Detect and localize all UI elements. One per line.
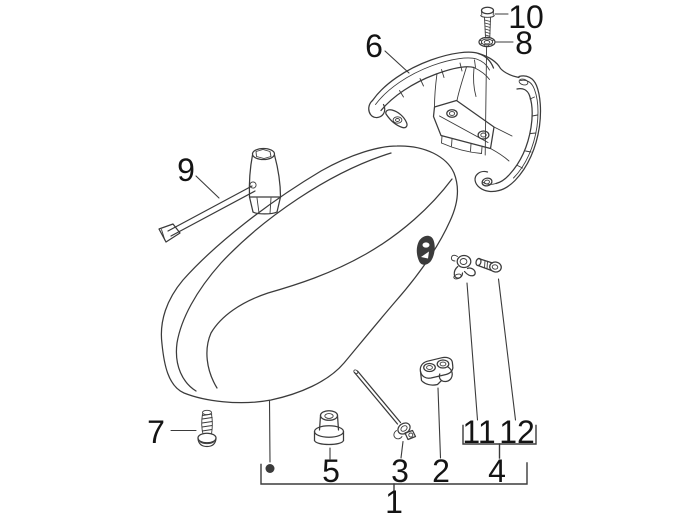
callout-11: 11 [462,414,495,450]
callout-6: 6 [365,28,383,64]
part-10-screw-drawing [480,6,495,38]
group-brackets [260,424,537,491]
part-11-hook-drawing [450,254,476,280]
part-12-pin-drawing [475,257,502,273]
callout-12: 12 [499,414,535,450]
callout-labels: 10 8 6 9 7 5 3 2 4 11 12 1 [147,0,544,520]
part-3-rod-drawing [353,369,417,441]
callout-5: 5 [322,453,340,489]
callout-7: 7 [147,414,165,450]
callout-3: 3 [391,453,409,489]
callout-9: 9 [177,152,195,188]
callout-2: 2 [432,453,450,489]
callout-8: 8 [515,25,533,61]
part-2-bracket-drawing [419,356,454,386]
callout-1: 1 [385,484,403,520]
seat-reference-dot [265,464,275,473]
leader-lines [170,13,517,473]
callout-10: 10 [508,0,544,35]
part-7-screw-drawing [197,409,217,448]
part-6-luggage-rack-drawing [368,51,542,193]
part-1-seat-drawing [160,145,459,404]
callout-4: 4 [488,453,506,489]
part-9-socket-wrench-drawing [158,147,282,243]
part-8-washer-drawing [478,36,496,48]
part-5-bushing-drawing [313,410,345,446]
